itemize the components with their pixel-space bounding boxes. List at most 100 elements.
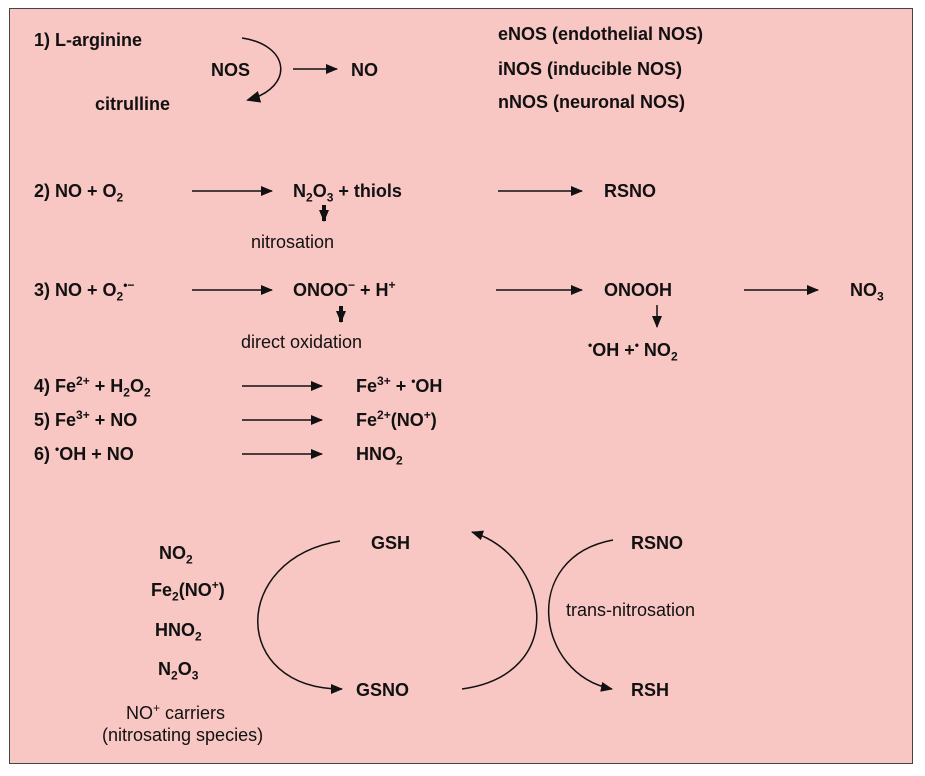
r3-number: 3) — [34, 280, 51, 300]
species-hno2-text: HNO — [155, 620, 195, 640]
species-fe-text: Fe — [151, 580, 173, 600]
r6-number: 6) — [34, 444, 51, 464]
species-hno2: HNO2 — [155, 620, 202, 643]
r5-r-no-sup: + — [423, 408, 431, 422]
r3-reactant-sub: 2 — [116, 289, 124, 304]
r2-reactant-sub: 2 — [116, 190, 124, 205]
species-fe-no: Fe2(NO+) — [151, 578, 225, 603]
isoform-enos: eNOS (endothelial NOS) — [498, 24, 704, 44]
r2-number: 2) — [34, 181, 51, 201]
species-fe-sup: + — [211, 578, 219, 592]
r4-r-dot: • — [411, 374, 416, 388]
r4-r-fe: Fe — [356, 376, 378, 396]
r3-no3-text: NO — [850, 280, 877, 300]
r4-r-plus: + — [390, 376, 412, 396]
r4-fe: Fe — [55, 376, 77, 396]
r5-left: 5) Fe3+ + NO — [34, 408, 138, 430]
r4-plus-h: + H — [89, 376, 124, 396]
r2-product: RSNO — [604, 181, 657, 201]
r4-h-sub: 2 — [123, 385, 130, 400]
r4-left: 4) Fe2+ + H2O2 — [34, 374, 151, 399]
r3-rad-dot2: • — [634, 338, 639, 352]
r3-rad-sub: 2 — [670, 349, 678, 364]
r3-product-no3: NO3 — [850, 280, 884, 303]
r5-r-fe: Fe — [356, 410, 378, 430]
species-n2o3-sub1: 2 — [171, 668, 178, 683]
r3-direct-oxidation-note: direct oxidation — [241, 332, 363, 352]
r6-dot: • — [55, 442, 60, 456]
r5-right: Fe2+(NO+) — [356, 408, 437, 430]
r3-rad-dot1: • — [588, 338, 593, 352]
r4-fe-sup: 2+ — [76, 374, 90, 388]
l-arginine-label: L-arginine — [55, 30, 143, 50]
r2-mid-thiols: + thiols — [333, 181, 402, 201]
r5-r-close: ) — [430, 410, 437, 430]
r3-mid-sup2: + — [388, 278, 396, 292]
carriers-text: carriers — [160, 703, 226, 723]
species-n2o3-o: O — [177, 659, 192, 679]
r5-fe-sup: 3+ — [76, 408, 90, 422]
cycle-rsh: RSH — [631, 680, 670, 700]
r4-number: 4) — [34, 376, 51, 396]
species-n2o3: N2O3 — [158, 659, 198, 682]
r5-r-no: (NO — [390, 410, 424, 430]
r5-plus-no: + NO — [89, 410, 138, 430]
r3-no3-sub: 3 — [877, 289, 884, 304]
isoform-nnos: nNOS (neuronal NOS) — [498, 92, 686, 112]
isoform-inos: iNOS (inducible NOS) — [498, 59, 683, 79]
r3-reactants: 3) NO + O2•− — [34, 278, 135, 303]
r2-reactants: 2) NO + O2 — [34, 181, 123, 204]
carriers-line1: NO+ carriers — [126, 701, 226, 723]
r2-mid-sub1: 2 — [306, 190, 313, 205]
r2-intermediate: N2O3 + thiols — [293, 181, 402, 204]
carriers-no: NO — [126, 703, 153, 723]
diagram-panel: 1) L-arginine NOS NO citrulline eNOS (en… — [9, 8, 913, 764]
r6-left: 6) •OH + NO — [34, 442, 134, 464]
carriers-line2: (nitrosating species) — [102, 725, 264, 745]
cycle-rsno-to-rsh-arc — [548, 539, 614, 692]
r1-number: 1) L-arginine — [34, 30, 143, 50]
species-hno2-sub: 2 — [195, 629, 202, 644]
r3-rad-no: NO — [638, 340, 671, 360]
r3-radicals: •OH +• NO2 — [588, 338, 678, 363]
r3-rad-oh: OH + — [592, 340, 635, 360]
r3-mid-onoo: ONOO — [293, 280, 349, 300]
citrulline-label: citrulline — [95, 94, 171, 114]
species-n2o3-sub2: 3 — [191, 668, 199, 683]
r2-mid-sub2: 3 — [326, 190, 334, 205]
cycle-gsno: GSNO — [356, 680, 410, 700]
r4-r-fe-sup: 3+ — [377, 374, 391, 388]
r3-intermediate: ONOO− + H+ — [293, 278, 396, 300]
r4-r-oh: OH — [415, 376, 443, 396]
r2-mid-n: N — [293, 181, 306, 201]
carriers-sup: + — [153, 701, 161, 715]
r4-o-sub: 2 — [143, 385, 151, 400]
species-no2: NO2 — [159, 543, 193, 566]
r2-nitrosation-note: nitrosation — [251, 232, 335, 252]
nos-enzyme-label: NOS — [211, 60, 251, 80]
r3-reactant-text: NO + O — [55, 280, 117, 300]
r2-mid-o: O — [312, 181, 327, 201]
r4-o: O — [129, 376, 144, 396]
species-no2-sub: 2 — [186, 552, 193, 567]
species-fe-sub: 2 — [172, 589, 179, 604]
species-n2o3-n: N — [158, 659, 171, 679]
r5-number: 5) — [34, 410, 51, 430]
species-fe-close: ) — [218, 580, 225, 600]
reaction-arrows — [192, 37, 819, 694]
cycle-trans-nitrosation: trans-nitrosation — [566, 600, 696, 620]
nos-curve-arrow — [241, 37, 282, 103]
r5-fe: Fe — [55, 410, 77, 430]
r3-product-onooh: ONOOH — [604, 280, 673, 300]
r2-reactant-text: NO + O — [55, 181, 117, 201]
species-no2-text: NO — [159, 543, 186, 563]
cycle-left-arc — [257, 540, 343, 694]
r6-hno-sub: 2 — [396, 453, 403, 468]
r3-mid-sup1: − — [348, 278, 356, 292]
r3-reactant-sup: •− — [123, 278, 135, 292]
r6-oh-no: OH + NO — [59, 444, 134, 464]
cycle-rsno: RSNO — [631, 533, 684, 553]
cycle-gsh: GSH — [371, 533, 411, 553]
no-product-label: NO — [351, 60, 378, 80]
r3-mid-h: + H — [355, 280, 389, 300]
